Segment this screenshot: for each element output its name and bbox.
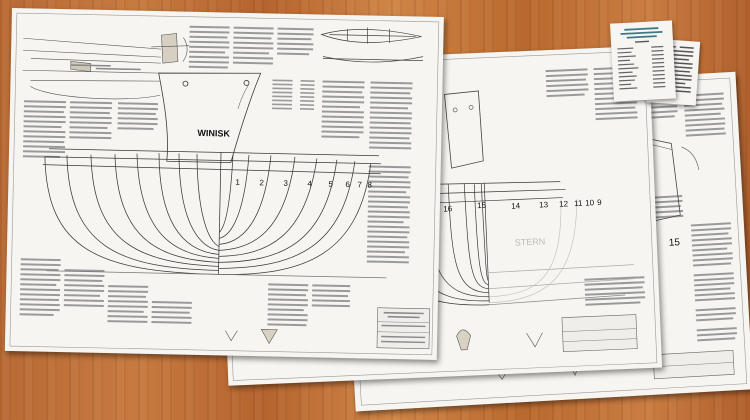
station-label-1: 1 [235,177,240,187]
station-label-7: 7 [357,180,362,190]
station-label-11: 11 [573,198,583,209]
boat-name-label: WINISK [197,127,231,139]
station-label-16: 16 [443,204,453,214]
station-label-13: 13 [539,200,549,210]
booklet-front-text [617,27,666,90]
instruction-booklet-front [610,20,676,102]
station-label-8: 8 [367,180,372,190]
station-label-6: 6 [345,180,350,190]
station-label-2: 2 [259,178,264,188]
plan-sheet-front: WINISK 1 2 3 4 5 6 7 8 [4,8,444,360]
station-label-4: 4 [307,179,312,189]
station-label-10: 10 [584,198,595,208]
station-label-14: 14 [511,201,521,211]
station-label-12: 12 [558,199,569,209]
stern-label: STERN [514,236,546,248]
station-label-3: 3 [283,178,288,188]
front-sheet-drawing [9,12,440,356]
station-label-15: 15 [476,200,487,211]
back-station-label: 15 [668,237,681,249]
station-label-9: 9 [596,197,602,208]
station-label-5: 5 [328,179,333,189]
